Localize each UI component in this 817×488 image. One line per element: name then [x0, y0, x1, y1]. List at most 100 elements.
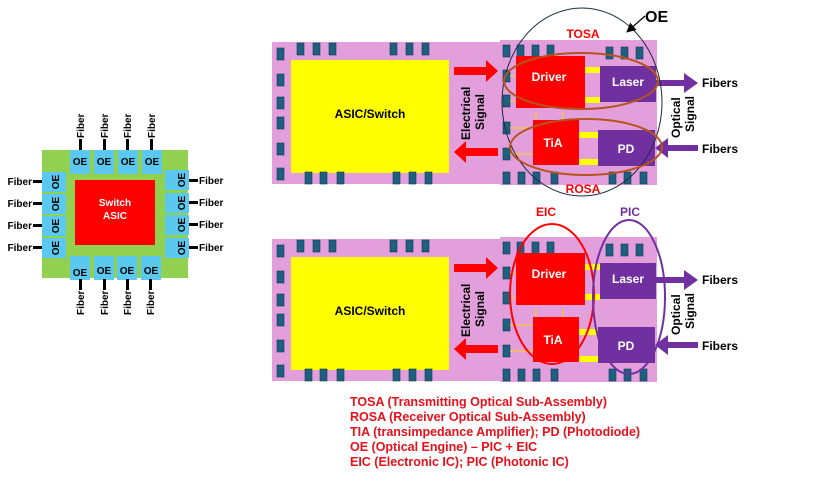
rosa-ellipse [509, 118, 663, 176]
oe-label: OE [177, 240, 188, 255]
pin [502, 291, 511, 305]
switch-asic-label-line2: ASIC [103, 211, 127, 222]
fiber-label: Fiber [8, 243, 33, 254]
fiber-lead [189, 201, 198, 204]
pin [605, 243, 614, 257]
oe-module [141, 256, 161, 280]
fiber-lead [126, 139, 129, 150]
oe-module [118, 150, 138, 174]
oe-module [42, 238, 66, 258]
pin [296, 239, 305, 253]
pin [532, 171, 541, 185]
oe-module [42, 172, 66, 192]
pin [389, 239, 398, 253]
fiber-label: Fiber [76, 290, 87, 315]
oe-module [117, 256, 137, 280]
pin [421, 42, 430, 56]
pd-label: PD [618, 339, 635, 353]
oe-label: OE [51, 240, 62, 255]
pin [550, 368, 559, 382]
oe-callout-arrow [626, 15, 646, 33]
fibers-in-label: Fibers [702, 339, 738, 353]
pin [328, 42, 337, 56]
oe-label: OE [51, 174, 62, 189]
fiber-label: Fiber [199, 243, 224, 254]
fiber-label: Fiber [100, 290, 111, 315]
pin [405, 42, 414, 56]
pin [502, 318, 511, 332]
pin [304, 368, 313, 382]
pin [319, 368, 328, 382]
optical-output-arrow [656, 270, 698, 290]
pin [502, 344, 511, 358]
tosa-ellipse [503, 52, 659, 110]
pin [531, 241, 540, 255]
fiber-lead [33, 180, 42, 183]
co-packaged-switch-diagram: OE OE OE OE Fiber Fiber Fiber Fiber OE O… [8, 113, 224, 315]
pic-label: PIC [620, 205, 640, 219]
pin [336, 368, 345, 382]
pin [502, 171, 511, 185]
pin [516, 44, 525, 58]
fiber-label: Fiber [199, 198, 224, 209]
fiber-label: Fiber [146, 290, 157, 315]
fiber-lead [150, 139, 153, 150]
legend-item-eic-pic: EIC (Electronic IC); PIC (Photonic IC) [350, 455, 569, 469]
pin [635, 243, 644, 257]
optical-output-arrow [656, 73, 698, 93]
optical-input-arrow [655, 335, 698, 355]
oe-label: OE [73, 268, 88, 279]
pin [304, 171, 313, 185]
oe-module [165, 238, 189, 258]
pin [392, 171, 401, 185]
pin [276, 339, 285, 353]
pin [502, 147, 511, 161]
tia-chip [533, 120, 579, 165]
fiber-lead [189, 223, 198, 226]
pin [517, 171, 526, 185]
pin [623, 171, 632, 185]
tia-chip [533, 317, 579, 362]
oe-label: OE [121, 157, 136, 168]
pin [639, 171, 648, 185]
connector [585, 97, 600, 103]
laser-chip [600, 263, 656, 299]
legend-item-rosa: ROSA (Receiver Optical Sub-Assembly) [350, 410, 586, 424]
electrical-signal-label-line2: Signal [473, 291, 487, 327]
legend-item-oe: OE (Optical Engine) – PIC + EIC [350, 440, 538, 454]
optical-signal-label-line2: Signal [683, 96, 697, 132]
pin [319, 171, 328, 185]
pin [276, 96, 285, 110]
driver-chip [516, 56, 585, 108]
pin [635, 46, 644, 60]
pin [276, 116, 285, 130]
bottom-oe-row: OE OE OE OE Fiber Fiber Fiber Fiber [70, 256, 161, 315]
oe-module [165, 170, 189, 190]
optical-signal-label-line1: Optical [669, 97, 683, 138]
oe-label: OE [73, 157, 88, 168]
oe-module [42, 216, 66, 236]
oe-module [70, 150, 90, 174]
fiber-lead [79, 279, 82, 290]
connector [579, 356, 598, 362]
right-oe-column: OE OE OE OE Fiber Fiber Fiber Fiber [165, 170, 224, 258]
oe-label: OE [177, 217, 188, 232]
rosa-label: ROSA [566, 182, 601, 196]
connector [579, 159, 598, 165]
fiber-lead [103, 279, 106, 290]
oe-label: OE [177, 172, 188, 187]
asic-switch-chip [291, 257, 449, 370]
pin [502, 44, 511, 58]
pin [605, 46, 614, 60]
pin [502, 368, 511, 382]
pin [336, 171, 345, 185]
laser-label: Laser [612, 75, 644, 89]
switch-asic-chip [75, 180, 155, 245]
driver-label: Driver [532, 267, 567, 281]
tia-label: TiA [543, 333, 562, 347]
pin [392, 368, 401, 382]
fibers-in-label: Fibers [702, 142, 738, 156]
legend-item-tia-pd: TIA (transimpedance Amplifier); PD (Phot… [350, 425, 641, 439]
